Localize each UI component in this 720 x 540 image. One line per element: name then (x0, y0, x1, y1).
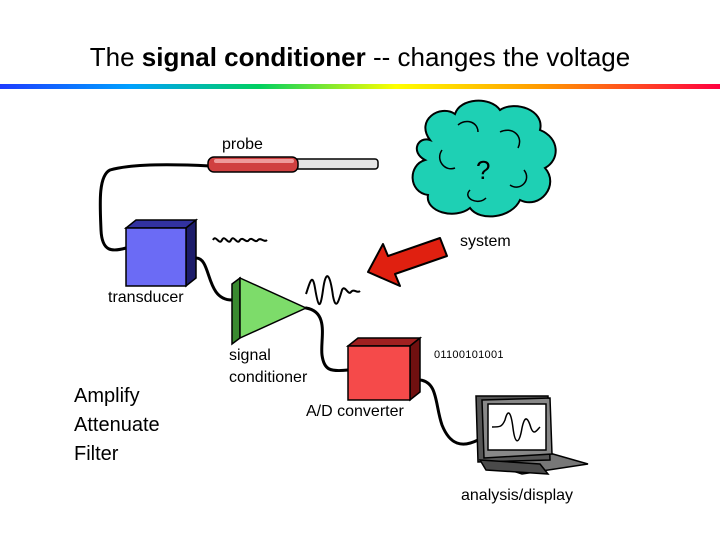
conditioner-label-line2: conditioner (229, 369, 308, 386)
transducer-conditioner-cable (194, 256, 234, 302)
probe-label: probe (222, 136, 263, 153)
binary-output: 01100101001 (434, 349, 504, 361)
display-label: analysis/display (461, 487, 574, 504)
pointer-arrow (367, 237, 448, 287)
transducer-cube (123, 218, 199, 288)
title-prefix: The (89, 42, 142, 72)
small-waveform (212, 237, 268, 243)
conditioner-ad-cable (304, 306, 350, 373)
conditioner-triangle (231, 276, 308, 346)
rainbow-divider (0, 84, 720, 89)
function-list: Amplify Attenuate Filter (74, 382, 160, 469)
cables (98, 163, 480, 446)
conditioner-label-line1: signal (229, 347, 271, 364)
title-suffix: -- changes the voltage (365, 42, 631, 72)
system-label: system (460, 233, 511, 250)
function-filter: Filter (74, 443, 119, 465)
probe (207, 156, 379, 173)
system-question-mark: ? (476, 155, 491, 185)
ad-converter-cube (345, 336, 423, 402)
title-bold: signal conditioner (141, 42, 366, 72)
function-attenuate: Attenuate (74, 414, 160, 436)
slide-title: The signal conditioner -- changes the vo… (0, 42, 720, 73)
probe-highlight (214, 159, 294, 163)
display-waveform (491, 412, 541, 442)
function-amplify: Amplify (74, 385, 140, 407)
ad-converter-label: A/D converter (306, 403, 404, 420)
ad-display-cable (418, 378, 480, 446)
transducer-label: transducer (108, 289, 184, 306)
probe-cable (98, 163, 212, 252)
system-cloud (411, 99, 557, 218)
laptop (475, 395, 589, 475)
amplified-waveform (305, 275, 361, 305)
